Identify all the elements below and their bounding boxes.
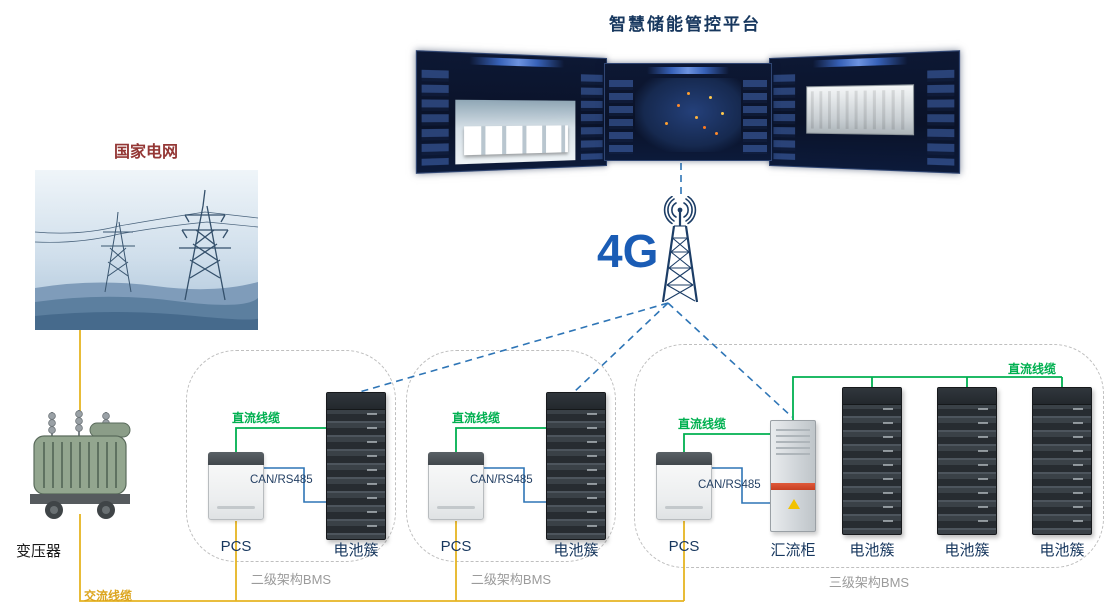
power-grid-photo (35, 170, 258, 330)
4g-tower-icon (661, 196, 699, 303)
container-render (805, 84, 915, 136)
pcs-inverter-2 (428, 452, 484, 520)
bms-footer-2: 二级架构BMS (470, 572, 552, 587)
pcs-label-2: PCS (440, 538, 472, 555)
pcs-label-1: PCS (220, 538, 252, 555)
battery-label-3c: 电池簇 (1039, 542, 1085, 559)
dashboard-screen-center (604, 63, 772, 161)
screen-widgets-right (742, 80, 767, 154)
ac-cable-label: 交流线缆 (84, 589, 133, 603)
bms-footer-1: 二级架构BMS (250, 572, 332, 587)
combiner-cabinet (770, 420, 816, 532)
dc-cable-label-3: 直流线缆 (678, 417, 727, 431)
screen-header-bar (812, 56, 907, 68)
platform-monitors (415, 48, 961, 176)
battery-cluster-3a (842, 387, 902, 535)
battery-cluster-1 (326, 392, 386, 540)
screen-widgets-left (772, 74, 795, 160)
screen-widgets-right (581, 74, 604, 160)
dc-cable-label-3-right: 直流线缆 (1008, 362, 1057, 376)
battery-cluster-3c (1032, 387, 1092, 535)
can-label-2: CAN/RS485 (470, 474, 533, 486)
pcs-inverter-3 (656, 452, 712, 520)
dc-cable-label-2: 直流线缆 (452, 411, 501, 425)
bms-group-3 (634, 344, 1104, 568)
station-3d-render (455, 99, 576, 165)
screen-widgets-left (421, 69, 449, 166)
pcs-label-3: PCS (668, 538, 700, 555)
4g-label: 4G (597, 225, 659, 277)
battery-label-3a: 电池簇 (849, 542, 895, 559)
transformer-device (30, 410, 131, 519)
screen-widgets-right (927, 69, 955, 166)
page-title: 智慧储能管控平台 (609, 15, 761, 34)
battery-cluster-2 (546, 392, 606, 540)
screen-widgets-left (609, 80, 634, 154)
can-label-1: CAN/RS485 (250, 474, 313, 486)
dc-cable-label-1: 直流线缆 (232, 411, 281, 425)
battery-cluster-3b (937, 387, 997, 535)
battery-label-2: 电池簇 (553, 542, 599, 559)
screen-header-bar (469, 56, 564, 68)
warning-icon (788, 499, 800, 509)
transformer-label: 变压器 (16, 543, 62, 560)
bms-footer-3: 三级架构BMS (828, 575, 910, 590)
pcs-inverter-1 (208, 452, 264, 520)
battery-label-3b: 电池簇 (944, 542, 990, 559)
state-grid-label: 国家电网 (113, 144, 178, 161)
combiner-label: 汇流柜 (770, 542, 816, 559)
china-map-visual (635, 78, 741, 152)
screen-header-bar (646, 67, 730, 74)
dashboard-screen-right (768, 50, 961, 174)
map-site-dots (695, 116, 699, 119)
dashboard-screen-left (415, 50, 608, 174)
can-label-3: CAN/RS485 (698, 479, 761, 491)
battery-label-1: 电池簇 (333, 542, 379, 559)
